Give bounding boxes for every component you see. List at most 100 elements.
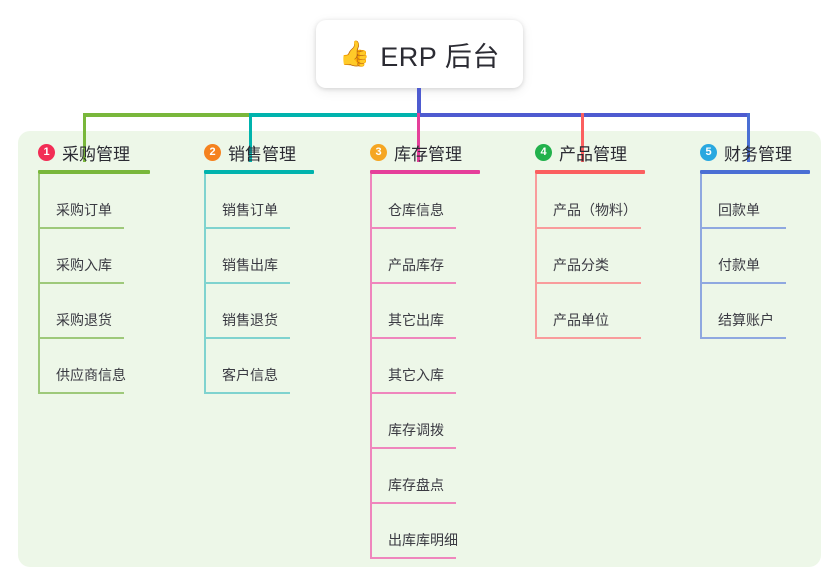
branch-item[interactable]: 销售订单 [204, 174, 314, 229]
item-label: 产品分类 [553, 257, 609, 273]
branch-item[interactable]: 采购退货 [38, 284, 150, 339]
branch-items: 产品（物料） 产品分类产品单位 [535, 174, 645, 339]
connector-drop-3 [417, 113, 420, 162]
item-label: 产品单位 [553, 312, 609, 328]
item-label: 仓库信息 [388, 202, 444, 218]
item-spine [535, 174, 537, 229]
item-underline [38, 282, 124, 284]
branch-item[interactable]: 采购入库 [38, 229, 150, 284]
item-label: 其它入库 [388, 367, 444, 383]
item-spine [370, 449, 372, 504]
branch-item[interactable]: 仓库信息 [370, 174, 480, 229]
item-underline [204, 282, 290, 284]
item-underline [370, 557, 456, 559]
branch-item[interactable]: 出库库明细 [370, 504, 480, 559]
item-spine [38, 229, 40, 284]
item-underline [38, 337, 124, 339]
branch-items: 仓库信息产品库存其它出库其它入库库存调拨库存盘点出库库明细 [370, 174, 480, 559]
item-spine [700, 229, 702, 284]
connector-drop-4 [581, 113, 584, 162]
item-label: 结算账户 [718, 312, 774, 328]
branch-item[interactable]: 其它入库 [370, 339, 480, 394]
branch-items: 采购订单采购入库采购退货供应商信息 [38, 174, 150, 394]
item-underline [370, 282, 456, 284]
item-label: 付款单 [718, 257, 760, 273]
item-spine [370, 284, 372, 339]
branch-underline [204, 170, 314, 174]
branch-item[interactable]: 库存调拨 [370, 394, 480, 449]
branch-item[interactable]: 销售退货 [204, 284, 314, 339]
thumbs-up-icon: 👍 [339, 39, 371, 68]
branch-underline [700, 170, 810, 174]
item-underline [204, 392, 290, 394]
item-spine [370, 394, 372, 449]
item-underline [370, 337, 456, 339]
branch-title: 库存管理 [394, 144, 462, 164]
branch-header-5[interactable]: 5 财务管理 [700, 140, 810, 164]
item-spine [370, 174, 372, 229]
item-spine [204, 339, 206, 394]
branch-item[interactable]: 产品库存 [370, 229, 480, 284]
branch-item[interactable]: 结算账户 [700, 284, 810, 339]
diagram-panel [18, 131, 821, 567]
item-label: 销售出库 [222, 257, 278, 273]
item-underline [535, 282, 641, 284]
root-node[interactable]: 👍 ERP 后台 [316, 20, 523, 88]
branch-item[interactable]: 库存盘点 [370, 449, 480, 504]
branch-item[interactable]: 其它出库 [370, 284, 480, 339]
connector-drop-2 [249, 113, 252, 162]
item-label: 产品（物料） [553, 202, 637, 218]
item-label: 出库库明细 [388, 532, 458, 548]
item-underline [370, 447, 456, 449]
branch-item[interactable]: 回款单 [700, 174, 810, 229]
branch-items: 回款单付款单结算账户 [700, 174, 810, 339]
branch-underline [38, 170, 150, 174]
branch-item[interactable]: 产品单位 [535, 284, 645, 339]
root-node-content: 👍 ERP 后台 [339, 35, 500, 74]
item-spine [204, 174, 206, 229]
branch-item[interactable]: 采购订单 [38, 174, 150, 229]
item-label: 回款单 [718, 202, 760, 218]
item-underline [38, 227, 124, 229]
item-spine [204, 284, 206, 339]
branch-title: 财务管理 [724, 144, 792, 164]
item-label: 采购退货 [56, 312, 112, 328]
branch-number-badge: 5 [700, 143, 717, 161]
branch-item[interactable]: 付款单 [700, 229, 810, 284]
item-spine [535, 229, 537, 284]
item-underline [370, 392, 456, 394]
item-underline [700, 337, 786, 339]
item-label: 采购订单 [56, 202, 112, 218]
branch-item[interactable]: 客户信息 [204, 339, 314, 394]
item-underline [204, 227, 290, 229]
branch-item[interactable]: 产品（物料） [535, 174, 645, 229]
item-spine [38, 284, 40, 339]
item-underline [700, 227, 786, 229]
item-underline [535, 337, 641, 339]
branch-item[interactable]: 产品分类 [535, 229, 645, 284]
item-label: 库存盘点 [388, 477, 444, 493]
item-spine [370, 339, 372, 394]
branch-item[interactable]: 供应商信息 [38, 339, 150, 394]
item-label: 销售订单 [222, 202, 278, 218]
connector-root-stem [417, 88, 421, 115]
item-spine [700, 284, 702, 339]
item-spine [370, 504, 372, 559]
branch-title: 销售管理 [228, 144, 296, 164]
branch-number-badge: 4 [535, 143, 552, 161]
item-label: 采购入库 [56, 257, 112, 273]
item-spine [535, 284, 537, 339]
branch-item[interactable]: 销售出库 [204, 229, 314, 284]
bus-segment-left [83, 113, 250, 117]
item-spine [38, 339, 40, 394]
item-underline [535, 227, 641, 229]
item-underline [370, 502, 456, 504]
item-underline [370, 227, 456, 229]
branch-column-5: 5 财务管理回款单付款单结算账户 [700, 140, 810, 339]
